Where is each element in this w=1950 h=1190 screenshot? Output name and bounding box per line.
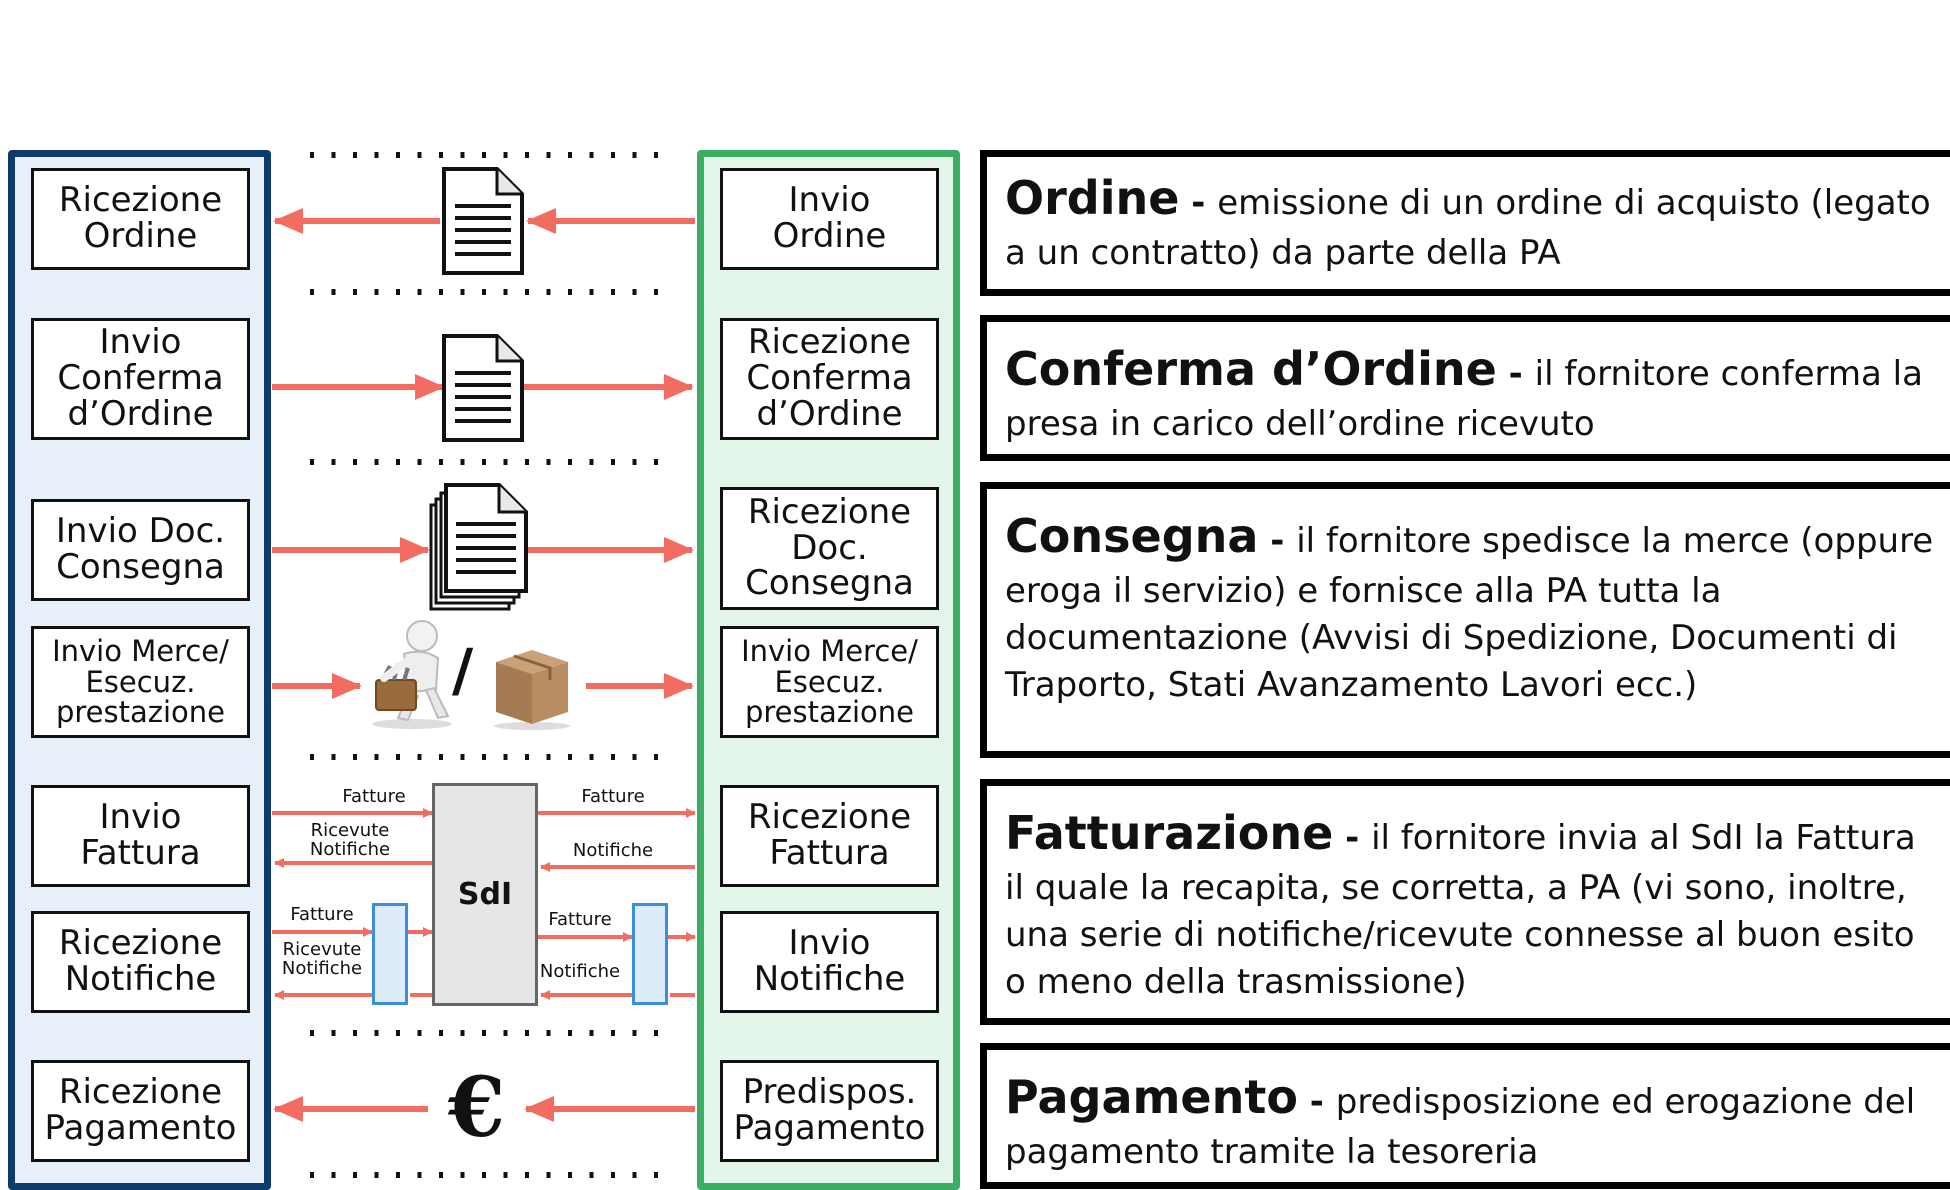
box-ricezione-conferma-ordine: Ricezione Conferma d’Ordine (720, 318, 939, 440)
box-ricezione-fattura: Ricezione Fattura (720, 785, 939, 887)
box-invio-merce-pa: Invio Merce/ Esecuz. prestazione (720, 626, 939, 738)
label-fatture-4: Fatture (548, 909, 612, 930)
box-invio-conferma-ordine: Invio Conferma d’Ordine (31, 318, 250, 440)
box-ricezione-ordine: Ricezione Ordine (31, 168, 250, 270)
desc-consegna: Consegna - il fornitore spedisce la merc… (980, 482, 1950, 758)
label-notifiche-1: Notifiche (572, 840, 654, 861)
box-ricezione-notifiche: Ricezione Notifiche (31, 911, 250, 1013)
box-invio-merce: Invio Merce/ Esecuz. prestazione (31, 626, 250, 738)
desc-ordine-title: Ordine (1005, 171, 1180, 225)
desc-separator: - (1333, 818, 1372, 858)
box-invio-ordine: Invio Ordine (720, 168, 939, 270)
label-fatture-3: Fatture (290, 904, 354, 925)
fornitore-channel-buffer (372, 903, 408, 1005)
box-predispos-pagamento: Predispos. Pagamento (720, 1060, 939, 1162)
document-stack-icon (429, 483, 528, 611)
flow-arrows (272, 208, 695, 1122)
desc-ordine-text: emissione di un ordine di acquisto (lega… (1005, 183, 1931, 274)
desc-pagamento: Pagamento - predisposizione ed erogazion… (980, 1043, 1950, 1189)
desc-pagamento-text: predisposizione ed erogazione del pagame… (1005, 1082, 1916, 1173)
box-ricezione-pagamento: Ricezione Pagamento (31, 1060, 250, 1162)
pa-header: PA (804, 54, 853, 94)
desc-conferma-text: il fornitore conferma la presa in carico… (1005, 354, 1923, 445)
desc-separator: - (1258, 521, 1297, 561)
euro-icon: € (448, 1060, 506, 1156)
or-separator: / (452, 636, 474, 704)
desc-conferma-ordine: Conferma d’Ordine - il fornitore conferm… (980, 315, 1950, 461)
box-invio-doc-consegna: Invio Doc. Consegna (31, 499, 250, 601)
document-icon (442, 334, 524, 442)
desc-separator: - (1297, 1082, 1336, 1122)
desc-consegna-title: Consegna (1005, 509, 1259, 563)
box-ricezione-doc-consegna: Ricezione Doc. Consegna (720, 487, 939, 610)
desc-fatturazione: Fatturazione - il fornitore invia al SdI… (980, 779, 1950, 1025)
label-ricevute-notifiche-2: Ricevute Notifiche (281, 939, 363, 979)
fornitore-header: Fornitore (50, 52, 229, 93)
cardboard-box-icon (494, 650, 570, 730)
label-notifiche-2: Notifiche (539, 961, 621, 982)
desc-ordine: Ordine - emissione di un ordine di acqui… (980, 150, 1950, 296)
sdi-box: SdI (432, 783, 538, 1006)
desc-pagamento-title: Pagamento (1005, 1070, 1298, 1124)
desc-fatturazione-title: Fatturazione (1005, 806, 1334, 860)
box-invio-notifiche: Invio Notifiche (720, 911, 939, 1013)
desc-fatturazione-text: il fornitore invia al SdI la Fattura il … (1005, 818, 1916, 1003)
worker-with-toolbox-icon (372, 620, 452, 729)
document-icon (442, 167, 524, 275)
label-fatture-1: Fatture (342, 786, 406, 807)
desc-consegna-text: il fornitore spedisce la merce (oppure e… (1005, 521, 1934, 706)
desc-conferma-title: Conferma d’Ordine (1005, 342, 1497, 396)
label-ricevute-notifiche-1: Ricevute Notifiche (309, 820, 391, 860)
desc-separator: - (1496, 354, 1535, 394)
desc-separator: - (1179, 183, 1218, 223)
label-fatture-2: Fatture (581, 786, 645, 807)
pa-channel-buffer (632, 903, 668, 1005)
box-invio-fattura: Invio Fattura (31, 785, 250, 887)
sdi-arrows (272, 808, 696, 1000)
